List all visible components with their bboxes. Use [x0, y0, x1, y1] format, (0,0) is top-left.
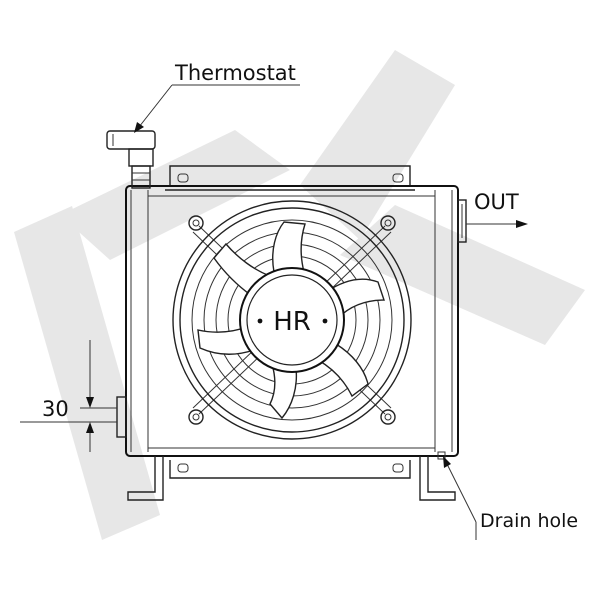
- watermark-logo: [14, 50, 585, 540]
- frame-slot-top-left: [177, 173, 189, 183]
- watermark-stroke-right-lower: [340, 205, 585, 345]
- out-label: OUT: [474, 190, 519, 214]
- frame-slot-bottom-right: [392, 463, 404, 473]
- mounting-frame: [165, 165, 415, 479]
- drain-hole-marker: [437, 451, 446, 460]
- thermostat-arrowhead: [134, 122, 144, 133]
- thermostat-neck: [128, 148, 154, 167]
- watermark-stroke-right-upper: [300, 50, 455, 240]
- thermostat-part: [106, 130, 156, 189]
- frame-slot-top-right: [392, 173, 404, 183]
- inlet-fitting: [116, 396, 127, 438]
- outlet-port: OUT: [457, 190, 528, 243]
- drain-hole-callout: Drain hole: [437, 451, 578, 540]
- hub-dot-left: [257, 318, 263, 324]
- fan-blade-1: [272, 221, 306, 273]
- thermostat-base: [131, 165, 151, 189]
- watermark-stroke-left: [14, 206, 160, 540]
- fan-hub: HR: [239, 267, 345, 373]
- thermostat-label: Thermostat: [174, 61, 296, 85]
- outlet-fitting: [457, 199, 467, 243]
- dimension-arrow-bottom: [86, 422, 94, 433]
- out-arrowhead: [516, 220, 528, 228]
- frame-slot-bottom-left: [177, 463, 189, 473]
- fan-blade-3: [316, 343, 369, 398]
- core-outline: [125, 185, 459, 457]
- dimension-arrow-top: [86, 397, 94, 408]
- watermark-stroke-middle: [60, 130, 290, 260]
- drain-arrowhead: [443, 456, 451, 468]
- mounting-feet: [127, 456, 456, 501]
- thermostat-callout: Thermostat: [134, 61, 300, 133]
- thermostat-head: [106, 130, 156, 150]
- cooler-core: [125, 185, 459, 457]
- dimension-30-label: 30: [42, 397, 69, 421]
- fan-screws: [188, 215, 396, 425]
- hub-dot-right: [322, 318, 328, 324]
- hub-label: HR: [273, 307, 311, 337]
- fan-blade-4: [269, 363, 298, 420]
- fan-blade-5: [197, 325, 255, 355]
- drain-hole-label: Drain hole: [480, 510, 578, 532]
- dimension-30: 30: [20, 340, 117, 452]
